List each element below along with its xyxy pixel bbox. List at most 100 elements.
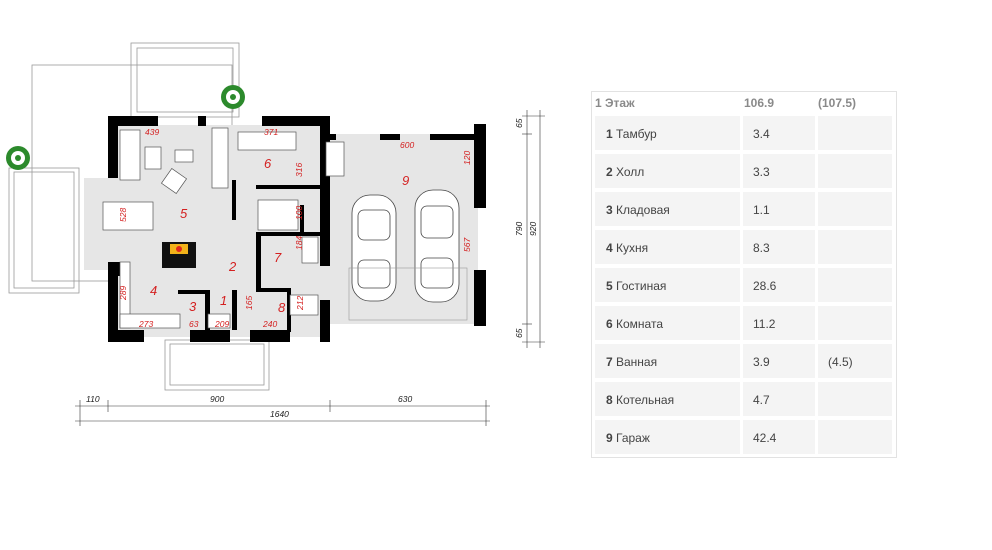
dim-790: 790 xyxy=(514,222,524,236)
room-area-alt-cell xyxy=(818,154,892,188)
header-area: 106.9 xyxy=(744,96,775,110)
dim-567: 567 xyxy=(462,238,472,252)
dim-65-bottom: 65 xyxy=(514,328,524,338)
dim-209: 209 xyxy=(214,319,229,329)
room-number: 3 xyxy=(606,203,613,217)
dim-528: 528 xyxy=(118,208,128,222)
walls xyxy=(108,116,486,342)
room-name-cell xyxy=(595,116,740,150)
room-area-cell xyxy=(743,268,815,302)
room-number: 8 xyxy=(606,393,613,407)
room-number-1: 1 xyxy=(220,293,227,308)
room-name: Котельная xyxy=(616,393,675,407)
room-area-alt-cell xyxy=(818,230,892,264)
room-number: 5 xyxy=(606,279,613,293)
header-area-alt: (107.5) xyxy=(818,96,857,110)
dim-240: 240 xyxy=(262,319,277,329)
room-area-cell xyxy=(743,382,815,416)
dim-120: 120 xyxy=(462,151,472,165)
room-name-cell xyxy=(595,268,740,302)
room-area-cell xyxy=(743,344,815,378)
dim-371: 371 xyxy=(264,127,278,137)
tree-icon xyxy=(221,85,245,109)
room-name: Тамбур xyxy=(616,127,657,141)
garage-door-outline xyxy=(348,267,468,321)
room-number: 9 xyxy=(606,431,613,445)
room-area-alt-cell xyxy=(818,382,892,416)
dim-165: 165 xyxy=(244,296,254,310)
room-area: 11.2 xyxy=(753,317,776,331)
dim-65-top: 65 xyxy=(514,118,524,128)
room-number-4: 4 xyxy=(150,283,157,298)
dim-100: 100 xyxy=(294,206,304,220)
table-header: 1 Этаж 106.9 (107.5) xyxy=(592,92,896,114)
dim-630: 630 xyxy=(398,394,412,404)
dim-212: 212 xyxy=(295,296,305,311)
room-name: Гараж xyxy=(616,431,650,445)
dim-600: 600 xyxy=(400,140,414,150)
room-number: 4 xyxy=(606,241,613,255)
car-icon xyxy=(351,194,397,302)
dimension-lines xyxy=(75,110,545,426)
room-area: 28.6 xyxy=(753,279,777,293)
room-number: 6 xyxy=(606,317,613,331)
room-area-alt: (4.5) xyxy=(828,355,853,369)
room-area-alt-cell xyxy=(818,306,892,340)
dim-1640: 1640 xyxy=(270,409,289,419)
room-name-cell xyxy=(595,382,740,416)
dim-439: 439 xyxy=(145,127,159,137)
dim-920: 920 xyxy=(528,222,538,236)
fireplace-fire-icon xyxy=(176,246,182,252)
car-icon xyxy=(414,189,460,303)
dim-184: 184 xyxy=(294,236,304,250)
room-area-cell xyxy=(743,192,815,226)
header-floor: 1 Этаж xyxy=(595,96,635,110)
room-area-cell xyxy=(743,230,815,264)
room-name: Кладовая xyxy=(616,203,670,217)
room-number: 1 xyxy=(606,127,613,141)
dim-289: 289 xyxy=(118,286,128,301)
room-name: Ванная xyxy=(616,355,658,369)
room-number: 2 xyxy=(606,165,613,179)
room-name: Кухня xyxy=(616,241,649,255)
room-name-cell xyxy=(595,420,740,454)
room-name: Холл xyxy=(616,165,645,179)
floor-plan: 9 6 5 4 3 2 1 7 8 439 371 600 120 316 52… xyxy=(6,42,545,426)
room-name-cell xyxy=(595,344,740,378)
furniture xyxy=(102,127,345,329)
dim-316: 316 xyxy=(294,163,304,177)
room-number-5: 5 xyxy=(180,206,188,221)
room-name: Комната xyxy=(616,317,663,331)
room-area: 3.3 xyxy=(753,165,770,179)
room-number-3: 3 xyxy=(189,299,197,314)
dim-110: 110 xyxy=(86,394,100,404)
room-area: 42.4 xyxy=(753,431,777,445)
room-area-alt-cell xyxy=(818,344,892,378)
room-number-2: 2 xyxy=(228,259,237,274)
room-area-cell xyxy=(743,154,815,188)
dim-900: 900 xyxy=(210,394,224,404)
room-area: 3.9 xyxy=(753,355,770,369)
room-area-cell xyxy=(743,420,815,454)
room-number-8: 8 xyxy=(278,300,286,315)
room-area: 1.1 xyxy=(753,203,770,217)
room-area: 4.7 xyxy=(753,393,770,407)
room-name-cell xyxy=(595,154,740,188)
room-number-9: 9 xyxy=(402,173,409,188)
dim-273: 273 xyxy=(138,319,153,329)
room-number: 7 xyxy=(606,355,613,369)
tree-icon xyxy=(6,146,30,170)
room-name: Гостиная xyxy=(616,279,667,293)
room-name-cell xyxy=(595,306,740,340)
room-area: 3.4 xyxy=(753,127,770,141)
room-area-alt-cell xyxy=(818,420,892,454)
room-area-alt-cell xyxy=(818,116,892,150)
